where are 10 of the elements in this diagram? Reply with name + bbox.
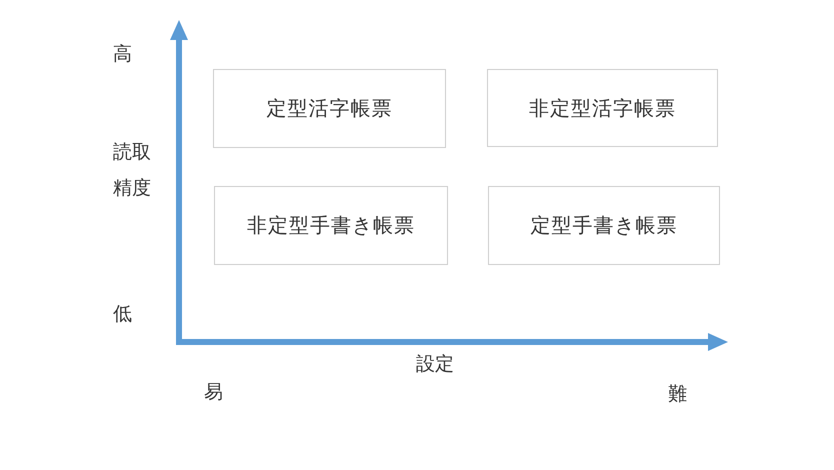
- axis-label: 難: [668, 382, 687, 406]
- category-box: 非定型手書き帳票: [214, 186, 448, 265]
- axis-label: 高: [113, 42, 132, 66]
- axis-title: 読取精度: [113, 140, 152, 201]
- category-box: 定型手書き帳票: [488, 186, 720, 265]
- axis-label: 易: [204, 380, 223, 404]
- category-box: 定型活字帳票: [213, 69, 446, 148]
- axis-title: 設定: [416, 352, 454, 376]
- axis-label: 低: [113, 302, 132, 326]
- category-box: 非定型活字帳票: [487, 69, 718, 147]
